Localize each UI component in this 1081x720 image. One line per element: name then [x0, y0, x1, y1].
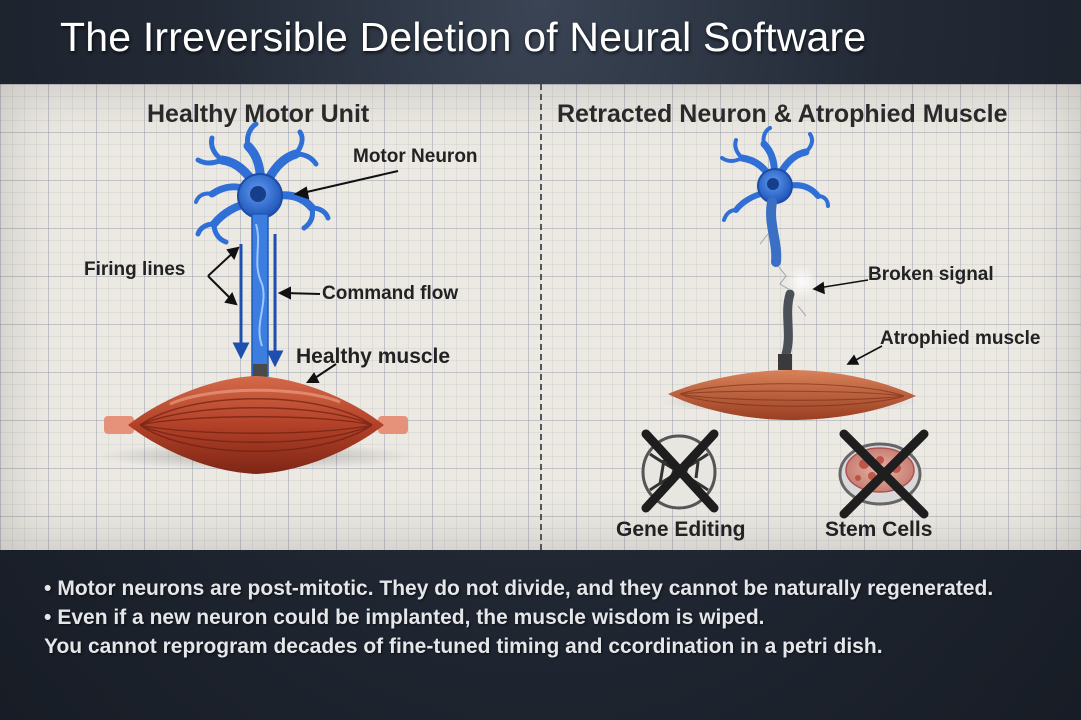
explanation-bullets: •Motor neurons are post-mitotic. They do… — [44, 574, 1054, 661]
healthy-muscle — [96, 376, 416, 474]
retracted-neuron — [720, 126, 830, 370]
page-title: The Irreversible Deletion of Neural Soft… — [60, 14, 867, 60]
healthy-neuron — [194, 121, 331, 382]
label-healthy-muscle: Healthy muscle — [296, 345, 451, 368]
atrophied-muscle — [660, 370, 920, 420]
label-atrophied-muscle: Atrophied muscle — [880, 328, 1041, 349]
panel-divider — [540, 84, 542, 550]
firing-lines — [232, 234, 284, 368]
bullet-item: •Even if a new neuron could be implanted… — [44, 606, 765, 629]
label-stem-cells: Stem Cells — [825, 518, 933, 541]
bullet-item: •Motor neurons are post-mitotic. They do… — [44, 577, 994, 600]
label-firing-lines: Firing lines — [84, 259, 186, 280]
diagram-board: Healthy Motor Unit Retracted Neuron & At… — [0, 84, 1081, 550]
gene-editing-icon — [641, 429, 719, 513]
footer-line: You cannot reprogram decades of fine-tun… — [44, 635, 883, 658]
left-leader-lines — [207, 170, 399, 383]
label-gene-editing: Gene Editing — [616, 518, 746, 541]
right-panel-heading: Retracted Neuron & Atrophied Muscle — [557, 100, 1008, 128]
label-motor-neuron: Motor Neuron — [353, 146, 478, 167]
right-leader-lines — [812, 279, 883, 365]
label-broken-signal: Broken signal — [868, 264, 994, 285]
label-command-flow: Command flow — [322, 283, 459, 304]
stem-cells-icon — [838, 429, 929, 519]
left-panel-heading: Healthy Motor Unit — [147, 100, 370, 128]
diagram-artwork — [96, 121, 929, 519]
